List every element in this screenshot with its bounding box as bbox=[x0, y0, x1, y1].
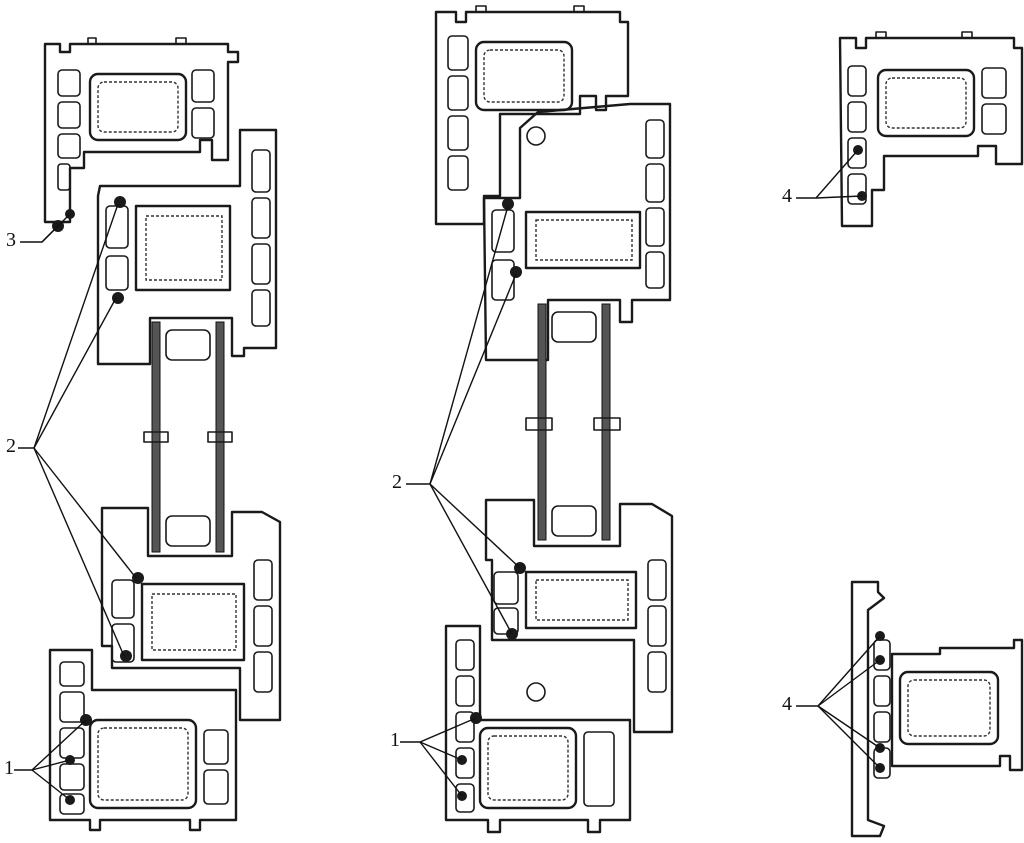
left-lower-sash bbox=[100, 506, 282, 722]
callout-4-bottom: 4 bbox=[782, 693, 792, 715]
middle-bottom-frame bbox=[444, 624, 632, 834]
middle-upper-sash bbox=[482, 102, 672, 362]
callout-3-left: 3 bbox=[6, 229, 16, 251]
left-profile-assembly bbox=[43, 37, 282, 832]
callout-2-middle: 2 bbox=[392, 471, 402, 493]
left-bottom-frame bbox=[48, 648, 238, 832]
callout-1-middle: 1 bbox=[390, 729, 400, 751]
right-top-profile bbox=[838, 31, 1024, 228]
left-upper-sash bbox=[96, 128, 278, 366]
middle-profile-assembly bbox=[434, 5, 674, 834]
left-top-frame bbox=[43, 37, 240, 224]
middle-glass-unit bbox=[525, 303, 621, 541]
callout-4-top: 4 bbox=[782, 185, 792, 207]
callout-2-left: 2 bbox=[6, 435, 16, 457]
leader-lines bbox=[14, 149, 881, 801]
left-glass-unit bbox=[143, 321, 233, 553]
right-bottom-profile bbox=[850, 580, 1024, 838]
middle-lower-sash bbox=[484, 498, 674, 734]
callout-1-left: 1 bbox=[4, 757, 14, 779]
middle-top-frame bbox=[434, 5, 630, 226]
